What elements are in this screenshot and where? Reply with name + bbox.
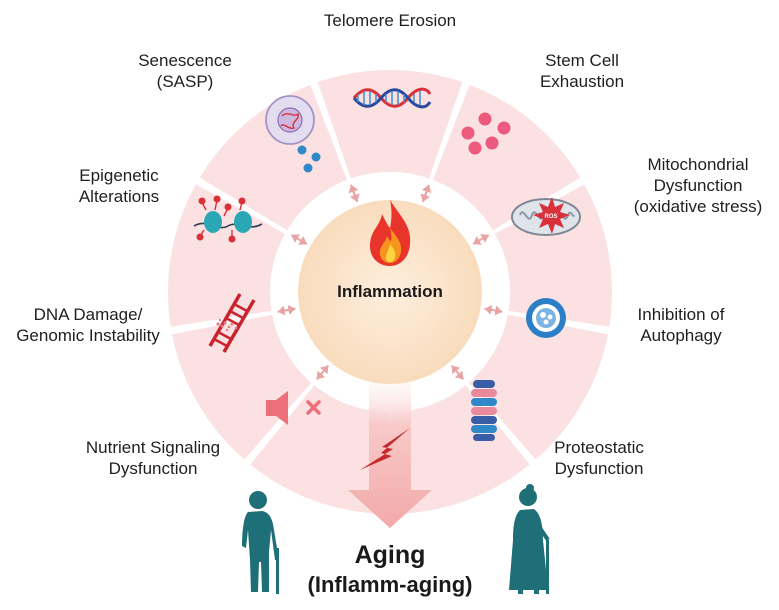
elderly-woman-icon xyxy=(509,484,550,594)
segment-nutrient-signaling-dysfunction xyxy=(250,385,388,514)
label-senescence: Senescence(SASP) xyxy=(138,51,232,91)
broken-dna-icon xyxy=(208,293,256,353)
double-arrow xyxy=(450,364,465,380)
muted-signal-icon xyxy=(266,391,321,425)
segment-stem-cell-exhaustion xyxy=(433,84,581,231)
senescent-cell-icon xyxy=(265,95,321,173)
double-arrow xyxy=(315,364,330,380)
inflammation-label: Inflammation xyxy=(337,282,443,301)
ros-label: ROS xyxy=(544,214,557,220)
inflammation-circle xyxy=(298,200,482,384)
aging-title: Aging xyxy=(354,541,426,569)
double-arrow xyxy=(290,234,308,245)
double-arrow xyxy=(277,304,296,316)
mitochondrion-icon: ROS xyxy=(511,197,581,236)
protein-coil-icon xyxy=(471,380,497,441)
stem-cells-icon xyxy=(461,112,511,155)
segment-inhibition-of-autophagy xyxy=(468,314,608,460)
double-arrow xyxy=(420,184,432,203)
elderly-man-icon xyxy=(242,491,279,594)
hallmark-ring xyxy=(168,70,612,514)
flame-icon xyxy=(369,200,411,266)
bidirectional-arrows xyxy=(277,184,503,380)
segment-dna-damage xyxy=(172,314,312,460)
label-telomere-erosion: Telomere Erosion xyxy=(323,11,457,30)
nucleosome-icon xyxy=(193,195,263,243)
segment-proteostatic-dysfunction xyxy=(392,385,530,514)
segment-epigenetic-alterations xyxy=(168,184,286,327)
lightning-bolt-icon xyxy=(360,428,410,470)
double-arrow xyxy=(348,184,360,203)
dna-helix-icon xyxy=(352,87,432,109)
label-dna-damage: DNA Damage/Genomic Instability xyxy=(16,305,160,345)
autophagosome-icon xyxy=(526,298,566,338)
double-arrow xyxy=(484,304,503,316)
aging-subtitle: (Inflamm-aging) xyxy=(307,572,473,597)
double-arrow xyxy=(472,234,490,245)
